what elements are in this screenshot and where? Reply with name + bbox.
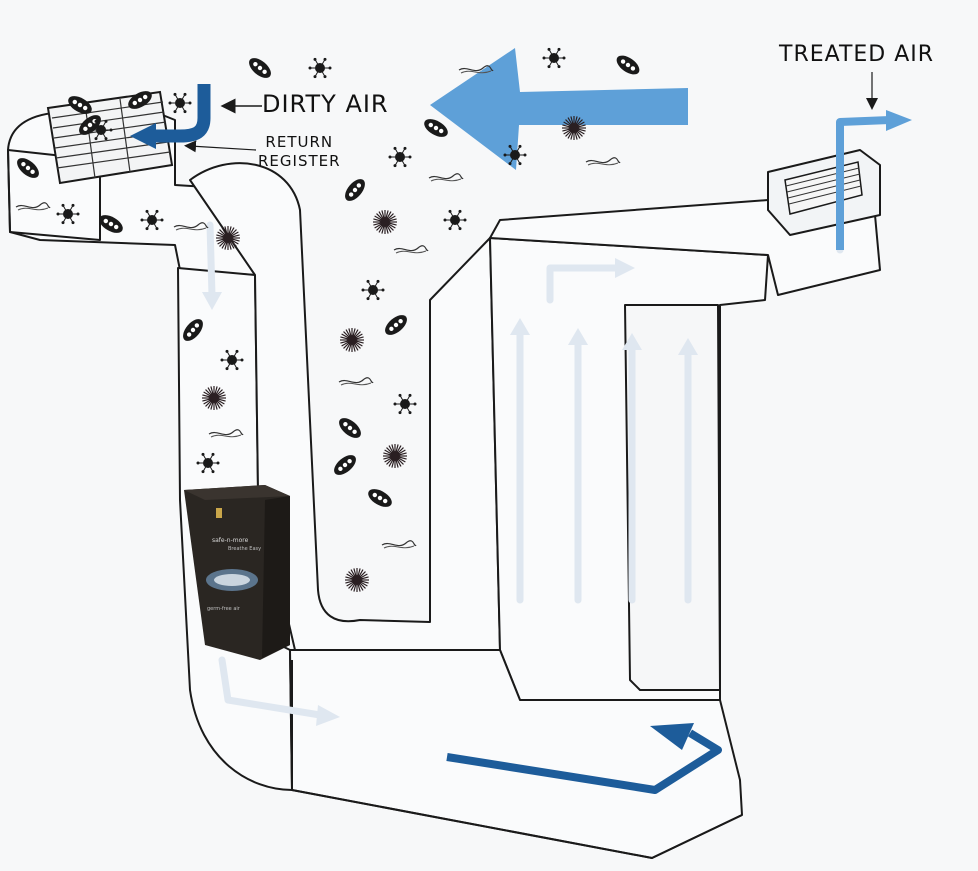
device-brand-text: safe-n-more (212, 537, 249, 544)
bacteria-icon (99, 215, 123, 233)
treated-air-arrowhead (886, 110, 912, 131)
virus-icon (542, 47, 566, 69)
lock-icon (216, 508, 222, 518)
virus-icon (443, 209, 467, 231)
device-sub-text: Breathe Easy (228, 546, 261, 552)
treated-air-label: TREATED AIR (779, 42, 935, 67)
rising-duct-inner (624, 304, 721, 691)
dust-fiber-icon (428, 173, 464, 182)
virus-icon (140, 209, 164, 231)
air-purifier-unit: safe-n-more Breathe Easy germ-free air (184, 485, 290, 660)
dust-fiber-icon (381, 540, 417, 549)
virus-icon (89, 119, 113, 141)
bacteria-icon (616, 55, 640, 75)
dirty-air-label: DIRTY AIR (262, 90, 389, 118)
return-register-line2: REGISTER (258, 152, 341, 170)
dust-fiber-icon (208, 429, 244, 438)
return-register-pointer (184, 140, 257, 153)
bacteria-icon (334, 455, 356, 475)
virus-icon (168, 92, 192, 114)
device-badge-text: germ-free air (207, 606, 241, 612)
return-register-label: RETURN REGISTER (258, 133, 341, 171)
bacteria-icon (249, 58, 271, 78)
virus-icon (361, 279, 385, 301)
bacteria-icon (368, 489, 392, 507)
bacteria-icon (128, 91, 152, 109)
register-intake-arrow (152, 84, 211, 143)
dust-fiber-icon (15, 202, 51, 211)
dust-fiber-icon (338, 377, 374, 386)
spore-icon (383, 444, 407, 468)
bacteria-icon (424, 119, 448, 137)
particle-layer (15, 47, 640, 592)
virus-icon (503, 144, 527, 166)
bacteria-icon (385, 315, 407, 335)
spore-icon (562, 116, 586, 140)
dust-fiber-icon (173, 222, 209, 231)
faint-flow-arrows (202, 191, 844, 726)
virus-icon (196, 452, 220, 474)
virus-icon (393, 393, 417, 415)
bottom-flow-arrow (446, 729, 722, 794)
register-intake-arrowhead (130, 123, 156, 149)
spore-icon (345, 568, 369, 592)
dust-fiber-icon (458, 65, 494, 74)
treated-air-arrow (836, 116, 891, 250)
bacteria-icon (183, 319, 203, 341)
spore-icon (202, 386, 226, 410)
bacteria-icon (17, 158, 39, 178)
virus-icon (308, 57, 332, 79)
spore-icon (373, 210, 397, 234)
bottom-duct-front (291, 660, 743, 859)
virus-icon (220, 349, 244, 371)
bacteria-icon (68, 96, 92, 114)
bacteria-icon (339, 418, 361, 438)
spore-icon (340, 328, 364, 352)
dust-fiber-icon (585, 157, 621, 166)
bacteria-icon (345, 179, 365, 201)
virus-icon (56, 203, 80, 225)
bottom-flow-arrowhead (650, 723, 694, 750)
return-register-line1: RETURN (265, 133, 334, 151)
dust-fiber-icon (393, 245, 429, 254)
virus-icon (388, 146, 412, 168)
incoming-dirty-air-arrow (430, 48, 688, 170)
spore-icon (216, 226, 240, 250)
